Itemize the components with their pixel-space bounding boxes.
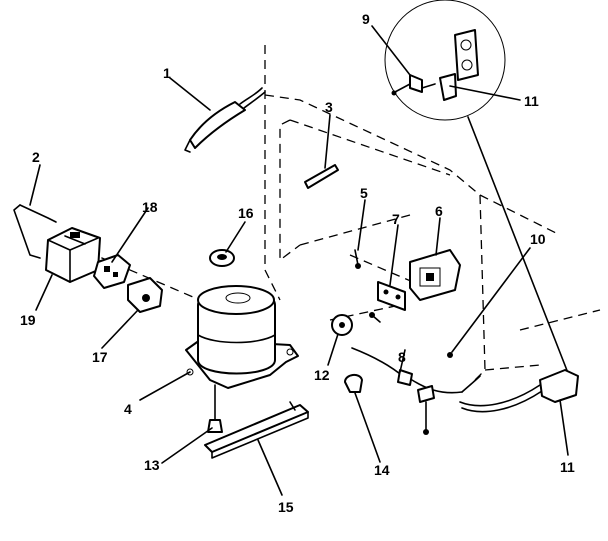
- callout-9: 9: [362, 11, 370, 27]
- part-12-grommet: [331, 314, 353, 336]
- part-16-grommet: [209, 249, 235, 267]
- callout-12: 12: [314, 367, 330, 383]
- callout-6: 6: [435, 203, 443, 219]
- part-8-wiring-harness: [351, 347, 481, 435]
- callout-7: 7: [392, 211, 400, 227]
- callout-16: 16: [238, 205, 254, 221]
- part-5-screw: [354, 249, 361, 269]
- callout-10: 10: [530, 231, 546, 247]
- callout-11-bottom: 11: [560, 459, 575, 475]
- bracket-screw: [369, 312, 381, 323]
- inset-circle: [384, 0, 569, 374]
- assembly-guide-lines: [59, 239, 421, 321]
- callout-5: 5: [360, 185, 368, 201]
- callout-11-top: 11: [524, 93, 539, 109]
- callout-leader-lines: [29, 25, 569, 496]
- part-15-base-rail: [204, 401, 309, 459]
- callout-18: 18: [142, 199, 158, 215]
- callout-8: 8: [398, 349, 406, 365]
- part-2-wire-clip: [13, 204, 57, 259]
- callout-labels: 1 2 3 4 5 6 7 8 9 10 11 11 12 13 14 15 1…: [20, 11, 575, 515]
- part-6-terminal-block: [409, 249, 461, 301]
- callout-14: 14: [374, 462, 390, 478]
- part-11-plug-inset: [421, 73, 457, 101]
- callout-13: 13: [144, 457, 160, 473]
- callout-19: 19: [20, 312, 36, 328]
- callout-4: 4: [124, 401, 132, 417]
- callout-15: 15: [278, 499, 294, 515]
- part-14-cord-clamp: [344, 374, 363, 393]
- part-7-bracket: [377, 281, 406, 311]
- part-13-mounting-grommet: [207, 384, 223, 433]
- part-19-relay-cover: [45, 227, 101, 283]
- callout-3: 3: [325, 99, 333, 115]
- part-3-bar: [304, 164, 339, 189]
- part-18-relay: [93, 254, 131, 289]
- part-10-screw: [447, 352, 453, 358]
- part-1-drier-tube: [184, 87, 266, 153]
- part-4-compressor: [185, 285, 299, 389]
- wall-outlet: [454, 29, 479, 81]
- part-17-overload: [127, 277, 163, 313]
- callout-2: 2: [32, 149, 40, 165]
- callout-17: 17: [92, 349, 108, 365]
- callout-1: 1: [163, 65, 171, 81]
- part-9-bracket: [391, 74, 423, 96]
- cabinet-dashed-outline: [264, 45, 601, 386]
- part-11-power-cord: [459, 369, 579, 413]
